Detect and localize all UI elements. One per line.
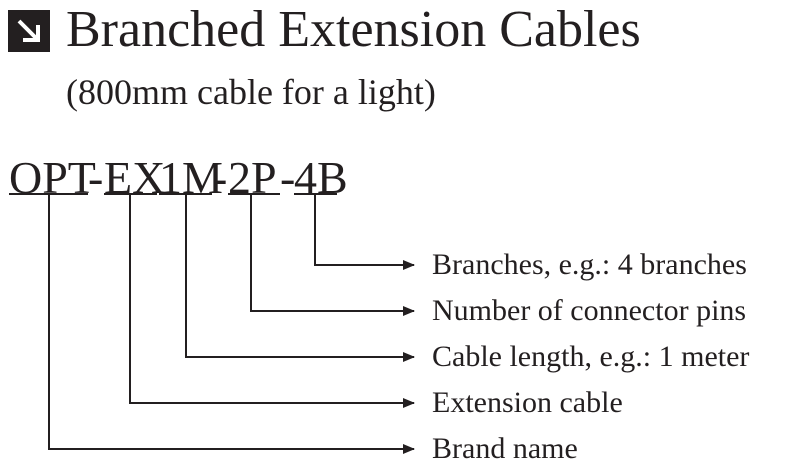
- code-separator: -: [88, 152, 104, 203]
- leader-pins: [250, 194, 415, 316]
- code-separator: -: [280, 152, 296, 203]
- page-subtitle: (800mm cable for a light): [66, 72, 436, 112]
- leader-length: [185, 194, 415, 362]
- leader-brand: [48, 194, 415, 454]
- code-separator: -: [212, 152, 228, 203]
- label-brand-name: Brand name: [432, 432, 578, 465]
- arrow-down-right-icon: [8, 10, 50, 52]
- label-extension: Extension cable: [432, 386, 623, 419]
- page-title: Branched Extension Cables: [66, 1, 641, 58]
- leader-extension: [129, 194, 415, 408]
- label-cable-length: Cable length, e.g.: 1 meter: [432, 340, 750, 373]
- label-pins: Number of connector pins: [432, 294, 747, 327]
- leader-branches: [314, 194, 415, 270]
- label-branches: Branches, e.g.: 4 branches: [432, 248, 747, 281]
